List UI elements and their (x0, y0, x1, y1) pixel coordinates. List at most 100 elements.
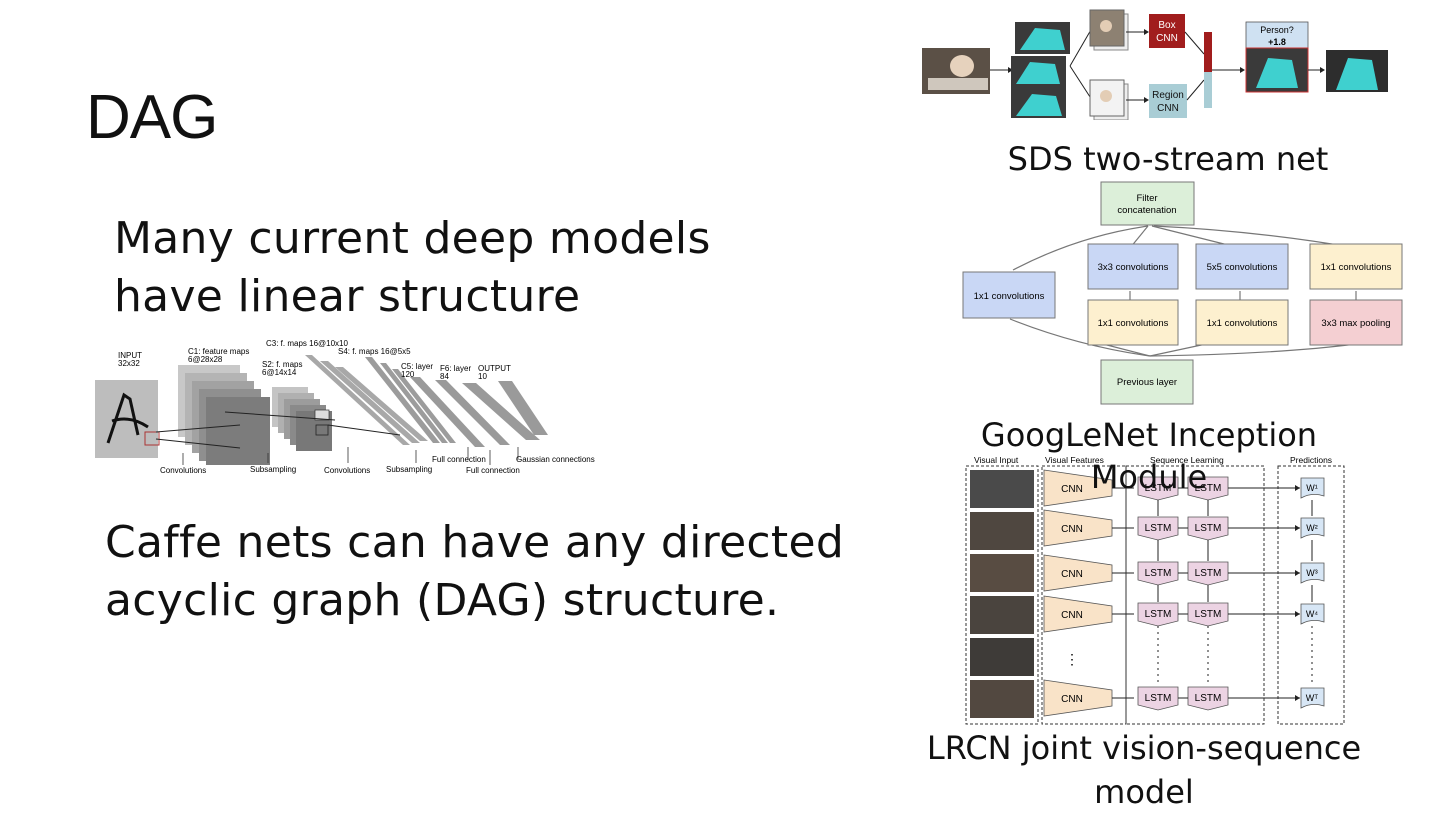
linear-models-line-2: have linear structure (114, 271, 581, 322)
inception-caption: GoogLeNet Inception Module (966, 414, 1332, 498)
prediction-token (1300, 562, 1325, 584)
prediction-label: W² (1306, 523, 1318, 533)
lenet-op-gaussian: Gaussian connections (516, 455, 595, 464)
sds-feature-bar-top (1204, 32, 1212, 72)
sds-feature-bar-bottom (1204, 72, 1212, 108)
lstm-label: LSTM (1145, 609, 1172, 620)
lstm-label: LSTM (1195, 568, 1222, 579)
reduce-a-label: 1x1 convolutions (1098, 318, 1169, 329)
lrcn-video-frames (970, 470, 1034, 718)
lenet-c1-stack (178, 365, 270, 465)
dag-line-1: Caffe nets can have any directed (105, 517, 845, 568)
letter-a-glyph (106, 392, 149, 444)
previous-layer-label: Previous layer (1117, 377, 1177, 388)
lenet-c5-size: 120 (401, 370, 415, 379)
reduce-b-label: 1x1 convolutions (1207, 318, 1278, 329)
lenet-s4-stack (365, 357, 456, 443)
conv1x1-left-box (962, 271, 1056, 319)
cnn-block (1043, 554, 1113, 592)
slide-title: DAG (86, 83, 218, 152)
linear-models-line-1: Many current deep models (114, 213, 711, 264)
lstm-label: LSTM (1145, 483, 1172, 494)
lstm-label: LSTM (1145, 568, 1172, 579)
previous-layer-box (1100, 359, 1194, 405)
lstm-block (1137, 561, 1179, 586)
lstm-label: LSTM (1145, 523, 1172, 534)
lrcn-sequence-learning-header: Sequence Learning (1150, 455, 1224, 465)
lenet-op-convolutions-2: Convolutions (324, 466, 370, 475)
inception-caption-line-1: GoogLeNet Inception (980, 416, 1318, 454)
dag-line-2: acyclic graph (DAG) structure. (105, 575, 780, 626)
lenet-receptive-field (144, 431, 160, 446)
lstm-label: LSTM (1195, 483, 1222, 494)
lstm-block (1187, 476, 1229, 501)
lrcn-caption-line-1: LRCN joint vision-sequence (926, 729, 1362, 767)
prediction-token (1300, 603, 1325, 625)
conv3x3-label: 3x3 convolutions (1098, 262, 1169, 273)
maxpool-label: 3x3 max pooling (1321, 318, 1390, 329)
lenet-f6-label: F6: layer (440, 364, 471, 373)
lenet-s2-size: 6@14x14 (262, 368, 297, 377)
prediction-label: W⁴ (1306, 609, 1318, 619)
lrcn-caption: LRCN joint vision-sequence model (910, 726, 1378, 814)
lstm-block (1137, 602, 1179, 627)
prediction-label: W³ (1306, 568, 1318, 578)
lstm-block (1137, 476, 1179, 501)
prediction-label: W¹ (1306, 483, 1318, 493)
reduce-b-box (1195, 299, 1289, 346)
filter-concat-box (1100, 181, 1195, 226)
lstm-block (1137, 516, 1179, 541)
lenet-op-subsampling-1: Subsampling (250, 465, 296, 474)
linear-models-text: Many current deep models have linear str… (114, 210, 711, 326)
lenet-s4-label: S4: f. maps 16@5x5 (338, 347, 411, 356)
lenet-op-subsampling-2: Subsampling (386, 465, 432, 474)
box-cnn-block (1149, 14, 1185, 48)
lrcn-row: CNN LSTM LSTM W³ (1043, 554, 1325, 602)
cnn-label: CNN (1061, 610, 1083, 621)
lenet-input-label: INPUT (118, 351, 142, 360)
sds-caption: SDS two-stream net (1007, 140, 1329, 178)
lenet-fc-ribbons (410, 377, 548, 447)
lenet-op-convolutions-1: Convolutions (160, 466, 206, 475)
inception-diagram: Filter concatenation 1x1 convolutions 3x… (962, 181, 1403, 405)
cnn-block (1043, 469, 1113, 507)
prediction-token (1300, 687, 1325, 709)
cnn-block (1043, 595, 1113, 633)
region-cnn-block (1149, 84, 1187, 118)
conv5x5-label: 5x5 convolutions (1207, 262, 1278, 273)
sds-box-crop (1089, 9, 1129, 51)
lenet-diagram: INPUT 32x32 C1: feature maps 6@28x28 C3:… (95, 339, 595, 475)
cnn-label: CNN (1061, 569, 1083, 580)
cnn-label: CNN (1061, 694, 1083, 705)
lenet-c3-stack (305, 355, 428, 445)
reduce-a-box (1087, 299, 1179, 346)
lenet-c5-label: C5: layer (401, 362, 433, 371)
lrcn-visual-features-header: Visual Features (1045, 455, 1104, 465)
conv5x5-box (1195, 243, 1289, 290)
lenet-output-size: 10 (478, 372, 487, 381)
lenet-output-label: OUTPUT (478, 364, 511, 373)
cnn-label: CNN (1061, 484, 1083, 495)
prediction-token (1300, 477, 1325, 499)
sds-region-proposals (1011, 22, 1070, 118)
lstm-block (1187, 686, 1229, 711)
cnn-ellipsis: ⋮ (1065, 651, 1079, 667)
inception-caption-line-2: Module (1090, 458, 1208, 496)
sds-diagram: Box CNN Region CNN Person? +1.8 (922, 9, 1388, 120)
lenet-c1-size: 6@28x28 (188, 355, 223, 364)
lenet-input-size: 32x32 (118, 359, 140, 368)
lrcn-caption-line-2: model (1094, 773, 1194, 811)
lenet-f6-size: 84 (440, 372, 449, 381)
lrcn-predictions-header: Predictions (1290, 455, 1332, 465)
lstm-block (1187, 602, 1229, 627)
dag-text: Caffe nets can have any directed acyclic… (105, 514, 844, 630)
maxpool-box (1309, 299, 1403, 346)
prediction-token (1300, 517, 1325, 539)
conv1x1-left-label: 1x1 convolutions (974, 291, 1045, 302)
lrcn-diagram: Visual Input Visual Features Sequence Le… (965, 455, 1345, 725)
lrcn-visual-input-header: Visual Input (974, 455, 1019, 465)
lstm-block (1137, 686, 1179, 711)
